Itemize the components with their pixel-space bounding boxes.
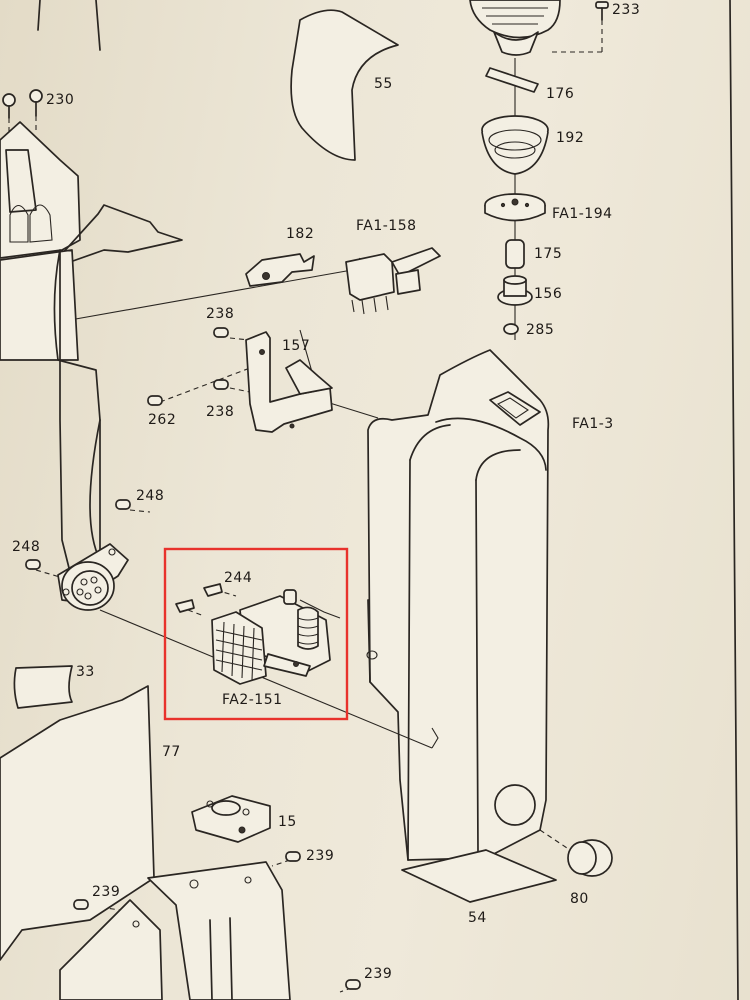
- label-15: 15: [278, 814, 297, 830]
- part-connector-socket: [57, 543, 129, 611]
- part-176-bar: [485, 67, 539, 93]
- screws-230: [2, 89, 43, 135]
- label-33: 33: [76, 664, 95, 680]
- label-77: 77: [162, 744, 181, 760]
- label-182: 182: [286, 226, 314, 242]
- part-33-sheet: [13, 665, 73, 709]
- label-248-right: 248: [136, 488, 164, 504]
- label-230: 230: [46, 92, 74, 108]
- part-15-mount: [191, 795, 271, 843]
- label-233: 233: [612, 2, 640, 18]
- label-175: 175: [534, 246, 562, 262]
- label-55: 55: [374, 76, 393, 92]
- part-bottom-frame: [59, 861, 291, 1000]
- part-55-cover: [290, 9, 399, 161]
- highlight-box-FA2-151: [163, 547, 349, 721]
- part-156-bushing: [497, 275, 533, 306]
- screws-238-262: [147, 327, 229, 406]
- label-244: 244: [224, 570, 252, 586]
- label-238-lower: 238: [206, 404, 234, 420]
- part-80-plug: [539, 829, 613, 877]
- screws-248: [25, 499, 131, 570]
- part-182-hole: [262, 272, 270, 280]
- label-192: 192: [556, 130, 584, 146]
- part-157-bracket: [245, 331, 333, 433]
- part-54-base-plate: [401, 849, 557, 903]
- part-FA2-151-assembly: [175, 583, 341, 685]
- label-157: 157: [282, 338, 310, 354]
- page-edge-lines: [37, 0, 739, 1000]
- label-239-right: 239: [306, 848, 334, 864]
- label-FA1-194: FA1-194: [552, 206, 613, 222]
- label-FA1-3: FA1-3: [572, 416, 614, 432]
- label-FA2-151: FA2-151: [222, 692, 283, 708]
- part-175-pin: [505, 239, 525, 269]
- label-54: 54: [468, 910, 487, 926]
- label-262: 262: [148, 412, 176, 428]
- label-80: 80: [570, 891, 589, 907]
- part-FA1-194-disc: [484, 193, 546, 222]
- label-156: 156: [534, 286, 562, 302]
- label-239-bottom: 239: [364, 966, 392, 982]
- part-285-washer: [503, 323, 519, 335]
- part-labels: 233 55 176 192 230 182 FA1-158 FA1-194 1…: [12, 2, 640, 982]
- screw-233: [548, 1, 609, 53]
- label-176: 176: [546, 86, 574, 102]
- part-FA1-158-switch: [345, 247, 441, 315]
- label-248-left: 248: [12, 539, 40, 555]
- label-239-left: 239: [92, 884, 120, 900]
- label-285: 285: [526, 322, 554, 338]
- part-FA1-3-column: [366, 349, 550, 861]
- part-182-plate: [245, 253, 315, 287]
- part-192-cup: [481, 115, 549, 175]
- screws-239: [73, 851, 361, 990]
- part-upper-left-assembly: [0, 121, 183, 573]
- label-238-upper: 238: [206, 306, 234, 322]
- label-FA1-158: FA1-158: [356, 218, 417, 234]
